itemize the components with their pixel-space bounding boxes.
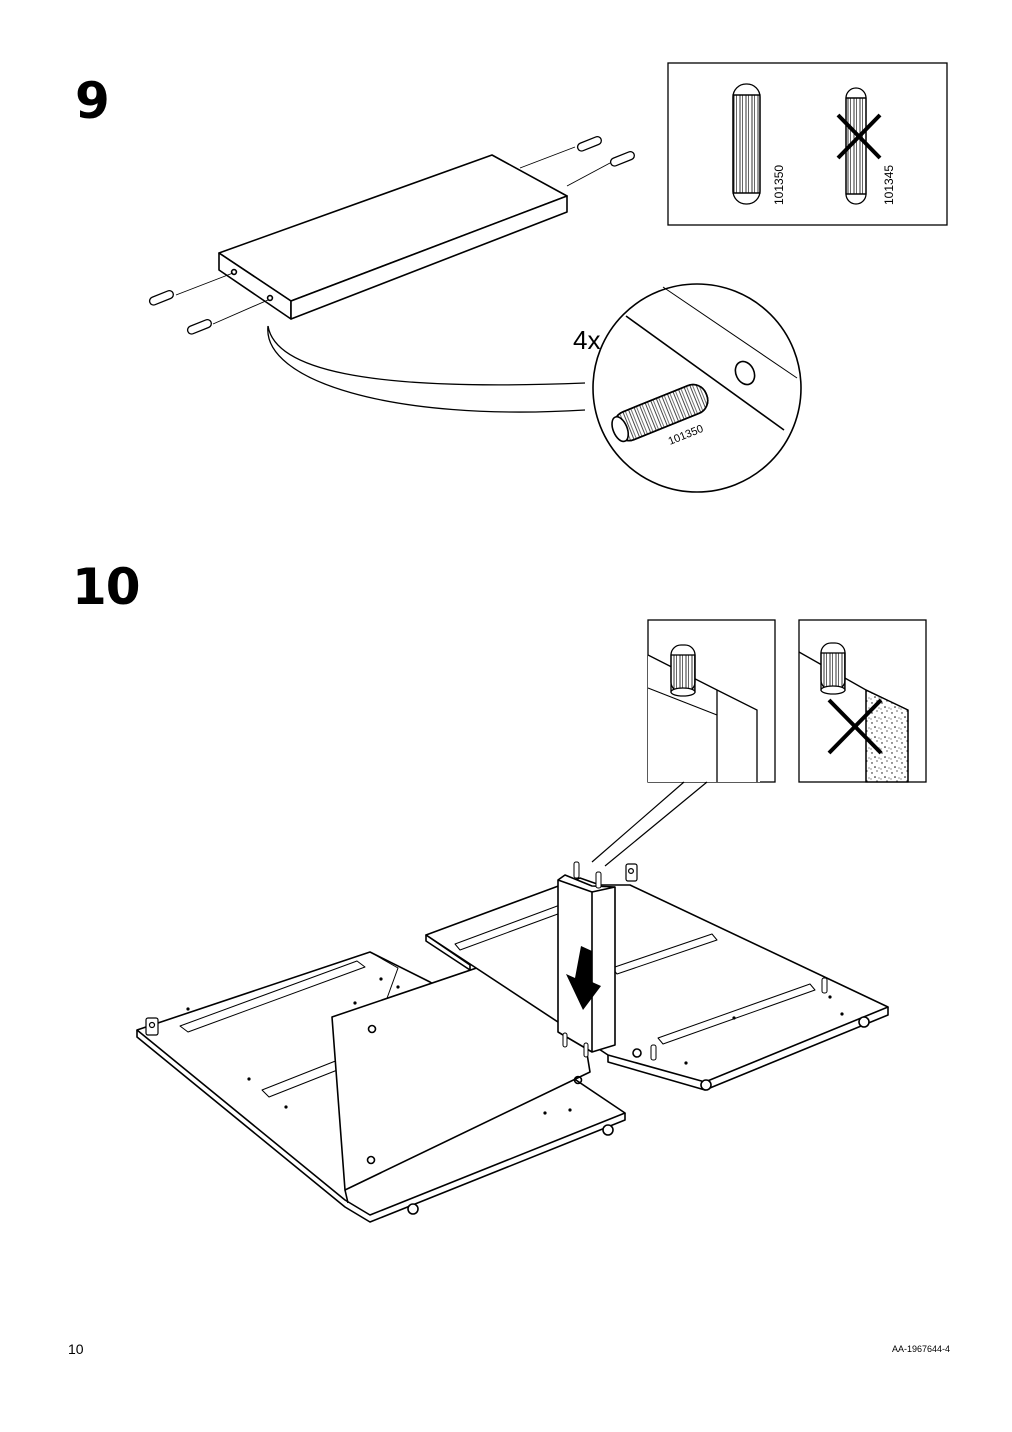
cross-mark-icon xyxy=(836,113,882,160)
step-10-number: 10 xyxy=(72,558,141,616)
inserted-divider xyxy=(557,861,616,1058)
edge-detail-correct xyxy=(647,619,776,783)
wrong-dowel-code: 101345 xyxy=(882,165,896,205)
detail-pointer xyxy=(591,781,708,867)
shelf-board xyxy=(218,154,568,320)
dowel-icon xyxy=(148,135,635,335)
bracket-icon xyxy=(145,1017,159,1036)
step-9-drawing xyxy=(148,135,802,493)
dowel-guide-lines xyxy=(175,146,611,325)
correct-dowel xyxy=(732,83,761,205)
dowel-icon xyxy=(670,644,696,697)
dowel-icon xyxy=(820,642,846,695)
dowel-icon xyxy=(611,383,709,443)
page-number: 10 xyxy=(68,1341,84,1357)
right-panel-assembly xyxy=(425,863,889,1091)
wrong-dowel xyxy=(845,87,867,205)
quantity-label: 4x xyxy=(573,325,600,355)
step-9-number: 9 xyxy=(75,72,110,130)
down-arrow-icon xyxy=(566,946,601,1010)
edge-detail-wrong xyxy=(798,619,927,783)
document-code: AA-1967644-4 xyxy=(891,1344,950,1354)
dowel-comparison-box xyxy=(667,62,948,226)
cross-mark-icon xyxy=(827,698,883,755)
dowel-callout-circle xyxy=(592,283,802,493)
bracket-icon xyxy=(625,863,638,882)
correct-dowel-code: 101350 xyxy=(772,165,786,205)
